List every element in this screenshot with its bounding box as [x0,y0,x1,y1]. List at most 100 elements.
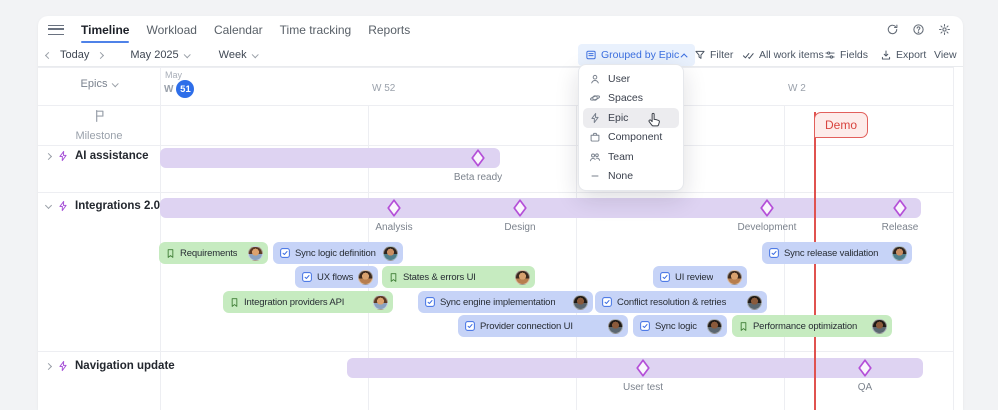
milestone-label-design: Design [504,222,536,233]
download-icon [880,49,892,61]
expand-chevron-icon[interactable] [44,362,53,370]
task-sync-engine-implementation[interactable]: Sync engine implementation [418,291,593,313]
epic-bar-navigation-update[interactable] [347,358,923,378]
group-row-integrations-2-0[interactable]: Integrations 2.0 [44,200,160,212]
fields-button[interactable]: Fields [824,44,868,66]
epic-bar-integrations-2-0[interactable] [160,198,921,218]
current-week-badge: 51 [176,80,195,98]
checkbox-icon [464,320,476,332]
all-work-items-button[interactable]: All work items [742,44,824,66]
milestone-diamond-development[interactable] [760,199,774,222]
task-label: Performance optimization [753,320,858,332]
group-board-icon [585,49,597,61]
tab-timeline[interactable]: Timeline [81,16,130,43]
menu-item-none[interactable]: None [583,167,679,187]
grouped-by-button[interactable]: Grouped by Epic [578,44,696,66]
milestone-label-user-test: User test [622,382,664,393]
bookmark-icon [388,272,399,283]
task-label: States & errors UI [403,271,476,283]
tab-workload[interactable]: Workload [146,22,197,37]
grid-hline [38,351,953,352]
settings-icon[interactable] [938,23,951,36]
task-provider-connection-ui[interactable]: Provider connection UI [458,315,628,337]
task-sync-logic-definition[interactable]: Sync logic definition [273,242,403,264]
expand-chevron-icon[interactable] [44,152,53,160]
next-period-button[interactable] [97,51,105,59]
group-row-navigation-update[interactable]: Navigation update [44,360,175,372]
top-navigation: Timeline Workload Calendar Time tracking Rep… [38,16,963,43]
assignee-avatar [515,269,530,285]
task-label: Integration providers API [244,296,345,308]
milestone-diamond-design[interactable] [513,199,527,222]
filter-button[interactable]: Filter [694,44,733,66]
month-select[interactable]: May 2025 [130,49,191,61]
menu-item-user[interactable]: User [583,69,679,89]
assignee-avatar [383,245,398,261]
toolbar-left: Today May 2025 Week [44,43,259,67]
epics-column-header[interactable]: Epics [38,78,160,90]
milestone-diamond-analysis[interactable] [387,199,401,222]
tab-time-tracking[interactable]: Time tracking [279,22,352,37]
export-button[interactable]: Export [880,44,926,66]
milestone-label-qa: QA [857,382,873,393]
menu-item-spaces[interactable]: Spaces [583,89,679,109]
epic-icon [589,112,601,124]
sliders-icon [824,49,836,61]
task-label: UX flows [317,271,354,283]
checkbox-icon [768,247,780,259]
nav-tabs: Timeline Workload Calendar Time tracking Rep… [81,16,410,43]
epic-icon [57,200,69,212]
task-integration-providers-api[interactable]: Integration providers API [223,291,393,313]
menu-item-component[interactable]: Component [583,128,679,148]
grid-vline [576,105,577,410]
demo-milestone-badge[interactable]: Demo [814,112,869,138]
task-ui-review[interactable]: UI review [653,266,747,288]
menu-item-team[interactable]: Team [583,147,679,167]
milestone-diamond-beta-ready[interactable] [471,149,485,172]
tab-reports[interactable]: Reports [368,22,411,37]
today-button[interactable]: Today [60,49,90,61]
checkbox-icon [659,271,671,283]
current-week-header: W 51 [164,80,195,98]
menu-item-epic[interactable]: Epic [583,108,679,128]
milestone-diamond-user-test[interactable] [636,359,650,382]
task-label: Sync engine implementation [440,296,556,308]
week-header-w-2: W 2 [788,83,806,94]
refresh-icon[interactable] [886,23,899,36]
task-performance-optimization[interactable]: Performance optimization [732,315,892,337]
task-sync-release-validation[interactable]: Sync release validation [762,242,912,264]
help-icon[interactable] [912,23,925,36]
assignee-avatar [707,318,722,334]
task-label: Sync logic definition [295,247,376,259]
task-states-errors-ui[interactable]: States & errors UI [382,266,535,288]
milestone-diamond-qa[interactable] [858,359,872,382]
view-button[interactable]: View [934,49,957,61]
group-row-ai-assistance[interactable]: AI assistance [44,150,149,162]
milestone-diamond-release[interactable] [893,199,907,222]
epic-bar-ai-assistance[interactable] [160,148,500,168]
task-label: Sync logic [655,320,697,332]
nav-actions [886,23,951,36]
prev-period-button[interactable] [44,51,53,59]
task-sync-logic[interactable]: Sync logic [633,315,727,337]
hamburger-menu-icon[interactable] [48,24,64,35]
bookmark-icon [229,297,240,308]
team-icon [589,151,601,163]
grid-vline [953,67,954,410]
epic-icon [57,150,69,162]
tab-calendar[interactable]: Calendar [213,22,263,37]
checkbox-icon [301,271,313,283]
collapse-chevron-icon[interactable] [44,201,53,209]
spaces-icon [589,92,601,104]
assignee-avatar [747,294,762,310]
task-conflict-resolution-retries[interactable]: Conflict resolution & retries [595,291,767,313]
grid-hline [38,192,953,193]
task-ux-flows[interactable]: UX flows [295,266,378,288]
scale-select[interactable]: Week [219,49,259,61]
task-requirements[interactable]: Requirements [159,242,268,264]
task-label: Requirements [180,247,238,259]
task-label: Conflict resolution & retries [617,296,727,308]
milestone-label-beta-ready: Beta ready [453,172,503,183]
component-icon [589,131,601,143]
